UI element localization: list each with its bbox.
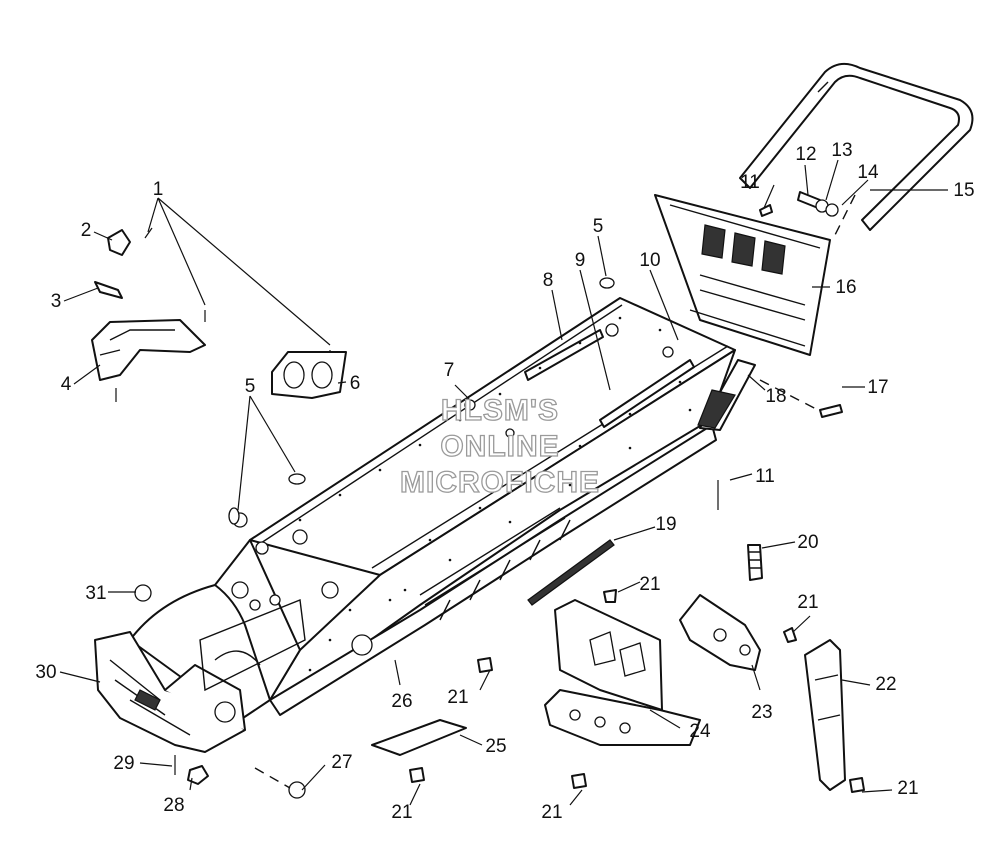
callout-21-a: 21 (639, 574, 660, 595)
callout-10: 10 (639, 250, 660, 271)
front-bumper (94, 631, 246, 753)
callout-17: 17 (867, 377, 888, 398)
plugs-5 (228, 277, 615, 525)
callout-28: 28 (163, 795, 184, 816)
chassis-tunnel (129, 297, 736, 721)
callout-24: 24 (689, 721, 711, 742)
hardware-12-14 (759, 191, 856, 236)
callout-1: 1 (153, 179, 164, 200)
callout-3: 3 (51, 291, 62, 312)
callout-labels: 1 2 3 4 5 5 6 7 8 9 10 11 11 12 13 14 15… (35, 140, 974, 823)
watermark-line-3: MICROFICHE (400, 466, 600, 499)
callout-21-b: 21 (797, 592, 818, 613)
watermark: HLSM'S ONLINE MICROFICHE (399, 393, 600, 499)
callout-14: 14 (857, 162, 879, 183)
strip-19 (527, 539, 615, 606)
callout-2: 2 (81, 220, 92, 241)
callout-6: 6 (350, 373, 361, 394)
callout-22: 22 (875, 674, 896, 695)
side-brackets (544, 594, 846, 791)
callout-20: 20 (797, 532, 818, 553)
bolt-20 (747, 544, 763, 581)
callout-29: 29 (113, 753, 134, 774)
callout-7: 7 (444, 360, 455, 381)
cover-25 (371, 719, 467, 756)
callout-12: 12 (795, 144, 816, 165)
callout-21-c: 21 (447, 687, 468, 708)
callout-18: 18 (765, 386, 786, 407)
rear-trim (697, 359, 843, 510)
callout-21-f: 21 (897, 778, 918, 799)
small-hardware (134, 584, 865, 799)
callout-25: 25 (485, 736, 506, 757)
bracket-assembly (91, 227, 331, 402)
callout-9: 9 (575, 250, 586, 271)
watermark-line-1: HLSM'S (441, 394, 559, 427)
callout-8: 8 (543, 270, 554, 291)
callout-21-e: 21 (541, 802, 562, 823)
watermark-line-2: ONLINE (440, 430, 559, 463)
callout-5-rear: 5 (593, 216, 604, 237)
callout-11-top: 11 (740, 172, 760, 193)
callout-31: 31 (85, 583, 106, 604)
callout-30: 30 (35, 662, 56, 683)
callout-26: 26 (391, 691, 412, 712)
callout-23: 23 (751, 702, 772, 723)
rear-handle (739, 62, 974, 231)
callout-5-front: 5 (245, 376, 256, 397)
callout-15: 15 (953, 180, 974, 201)
callout-4: 4 (61, 374, 72, 395)
snow-flap (654, 194, 831, 356)
callout-27: 27 (331, 752, 352, 773)
leader-lines (59, 159, 948, 806)
callout-19: 19 (655, 514, 676, 535)
callout-21-d: 21 (391, 802, 412, 823)
callout-16: 16 (835, 277, 856, 298)
callout-13: 13 (831, 140, 852, 161)
bracket-6 (271, 351, 347, 399)
callout-11-mid: 11 (755, 466, 775, 487)
